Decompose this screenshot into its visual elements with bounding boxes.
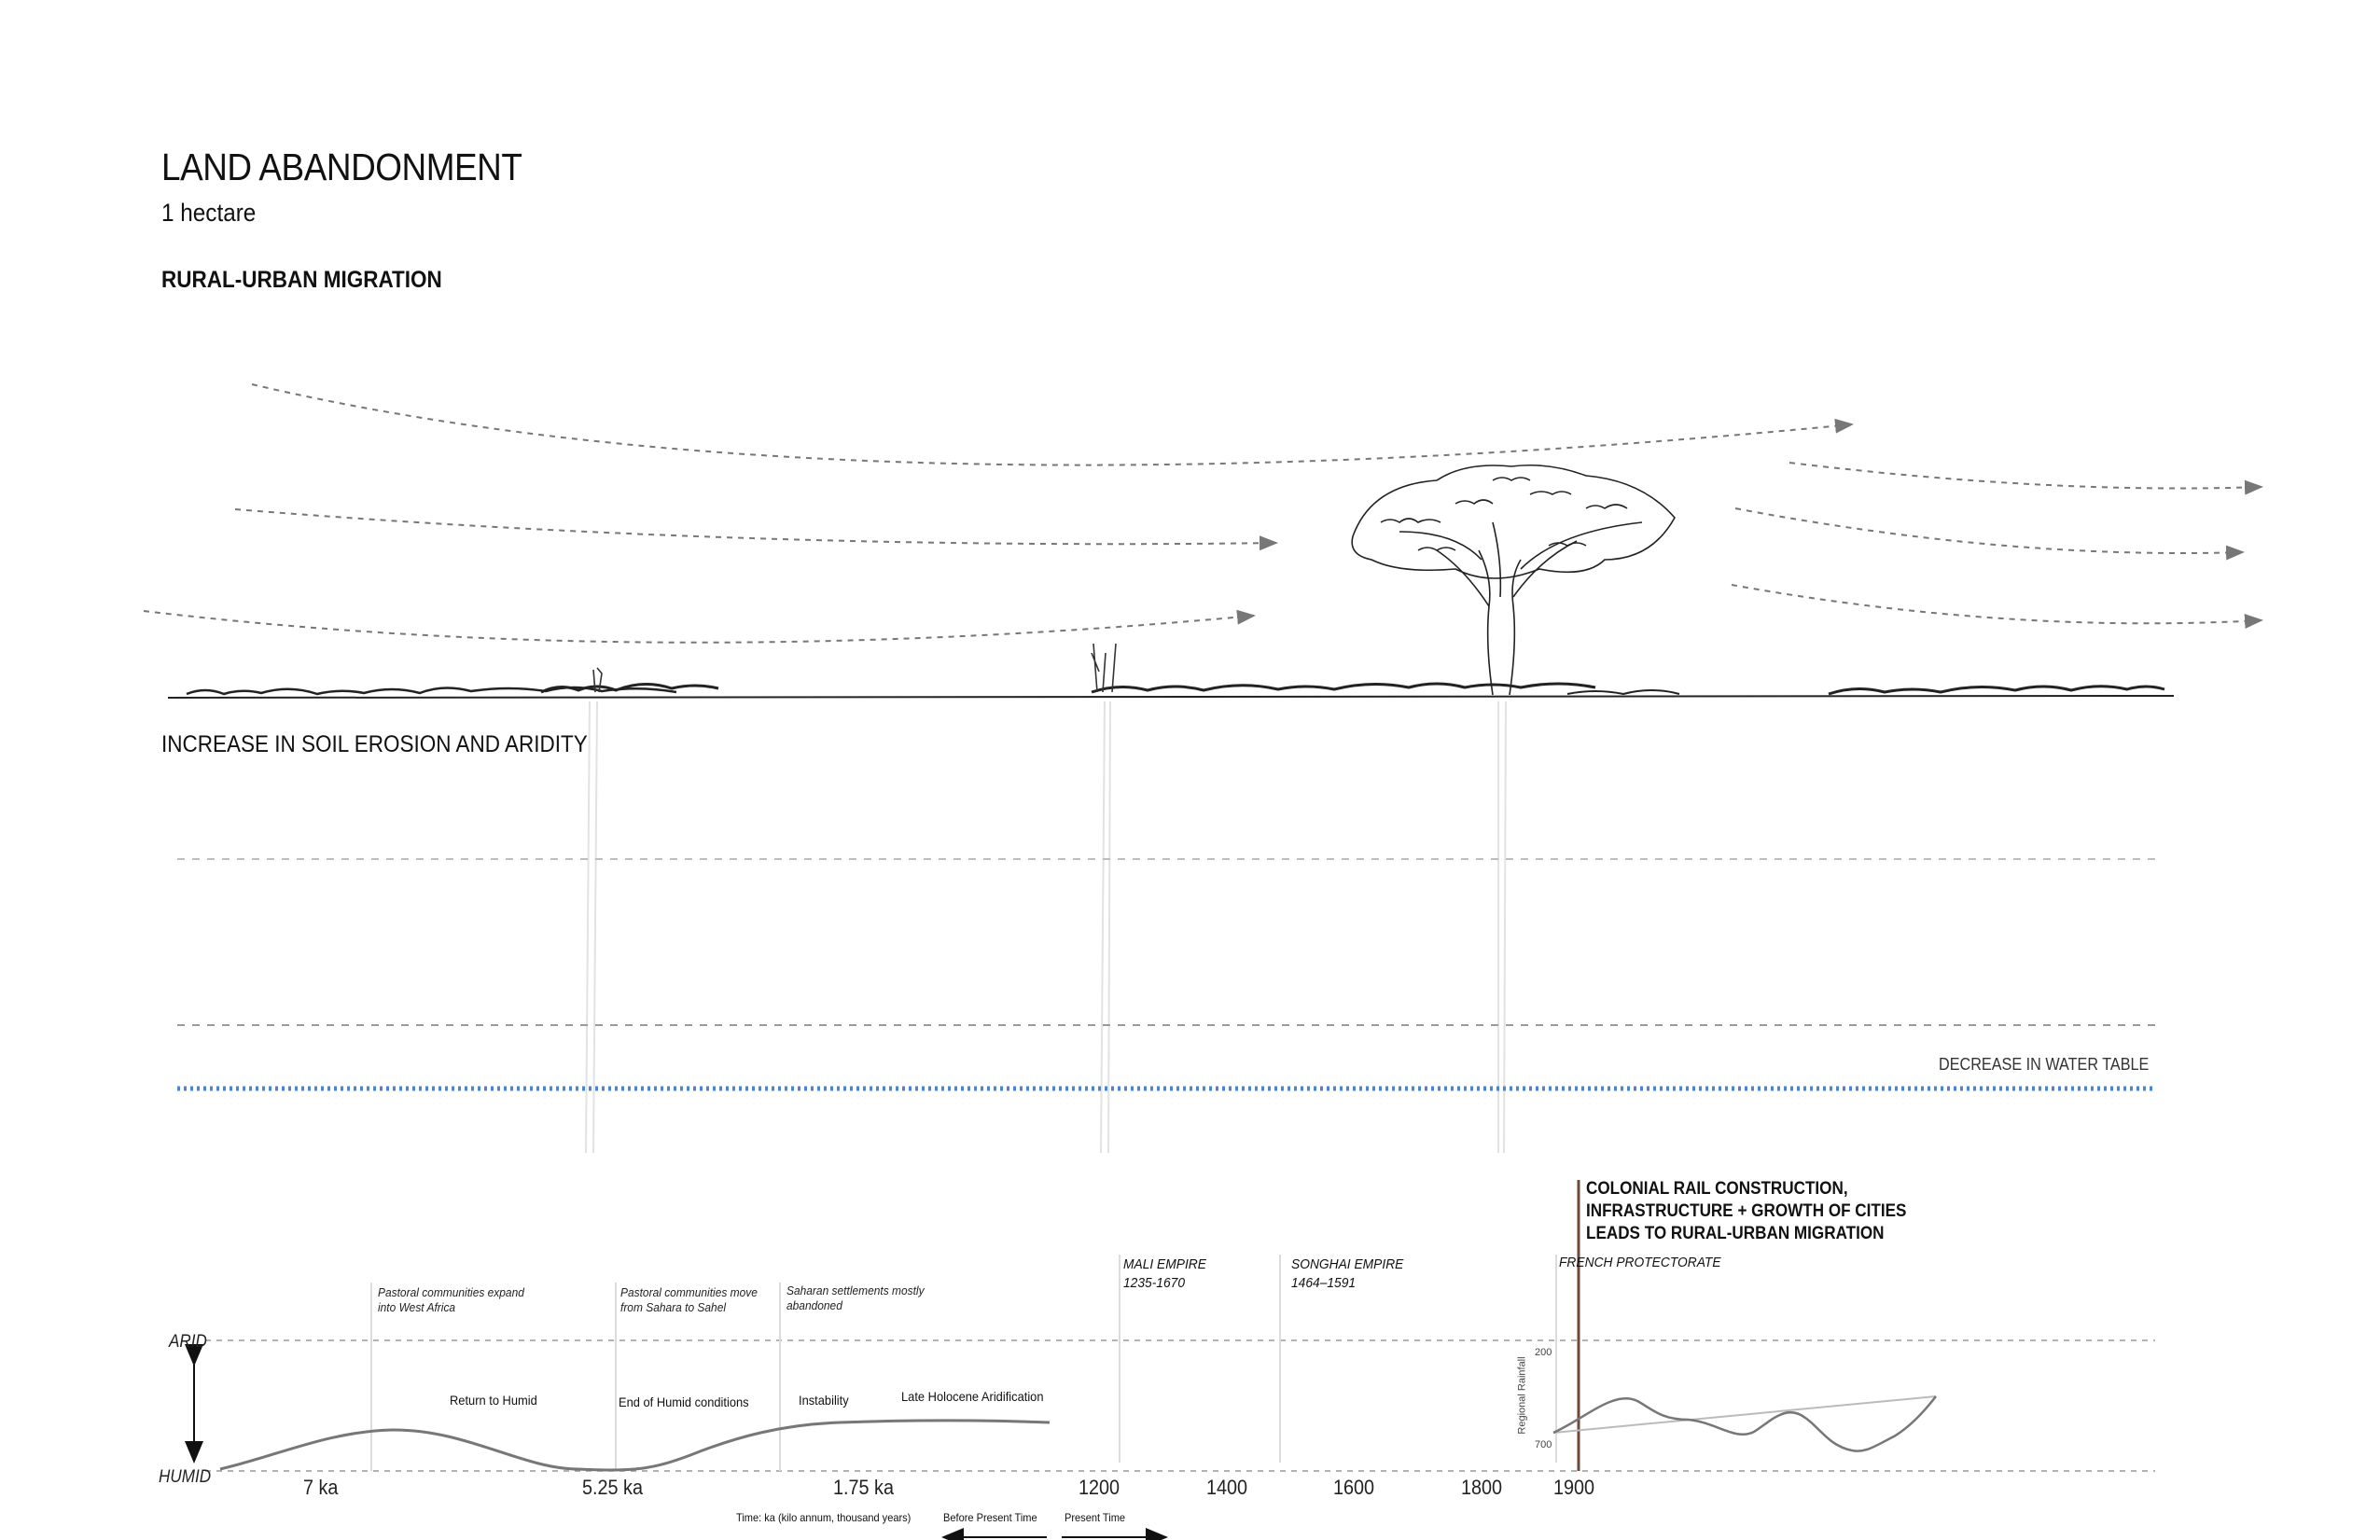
colonial-note: COLONIAL RAIL CONSTRUCTION, INFRASTRUCTU… [1586, 1179, 1907, 1243]
section-heading: RURAL-URBAN MIGRATION [161, 267, 442, 293]
page-title: LAND ABANDONMENT [161, 146, 522, 188]
tick-label: 1900 [1553, 1476, 1595, 1499]
rainfall-axis-label: Regional Rainfall [1516, 1356, 1528, 1435]
phase-label: Return to Humid [450, 1393, 537, 1408]
phase-label: Instability [799, 1393, 849, 1408]
tick-label: 1.75 ka [833, 1476, 894, 1499]
arid-label: ARID [169, 1332, 207, 1352]
tick-label: 7 ka [303, 1476, 339, 1499]
timeline-frame [185, 1180, 2155, 1472]
tick-label: 1600 [1333, 1476, 1375, 1499]
water-table-label: DECREASE IN WATER TABLE [1939, 1055, 2150, 1074]
tick-label: 5.25 ka [582, 1476, 643, 1499]
climate-curve [219, 1419, 1051, 1472]
tick-label: 1200 [1079, 1476, 1120, 1499]
tree-stumps [592, 643, 1117, 693]
rainfall-chart [1552, 1395, 1937, 1452]
tick-label: 1800 [1461, 1476, 1503, 1499]
page-subtitle: 1 hectare [161, 199, 257, 227]
acacia-tree [1351, 464, 1676, 696]
before-present-label: Before Present Time [943, 1511, 1037, 1524]
rainfall-bottom-value: 700 [1535, 1439, 1552, 1450]
ground-line [167, 682, 2175, 699]
roots [585, 701, 1507, 1154]
phase-label: End of Humid conditions [619, 1394, 749, 1409]
phase-label: Late Holocene Aridification [901, 1389, 1044, 1404]
present-label: Present Time [1065, 1511, 1126, 1524]
migration-arrows [143, 383, 2263, 644]
erosion-label: INCREASE IN SOIL EROSION AND ARIDITY [161, 731, 588, 757]
time-caption: Time: ka (kilo annum, thousand years) [736, 1511, 912, 1524]
rainfall-top-value: 200 [1535, 1347, 1552, 1358]
humid-label: HUMID [159, 1467, 212, 1487]
tick-label: 1400 [1206, 1476, 1248, 1499]
protectorate-label: FRENCH PROTECTORATE [1559, 1255, 1721, 1270]
soil-strata [177, 858, 2155, 1091]
